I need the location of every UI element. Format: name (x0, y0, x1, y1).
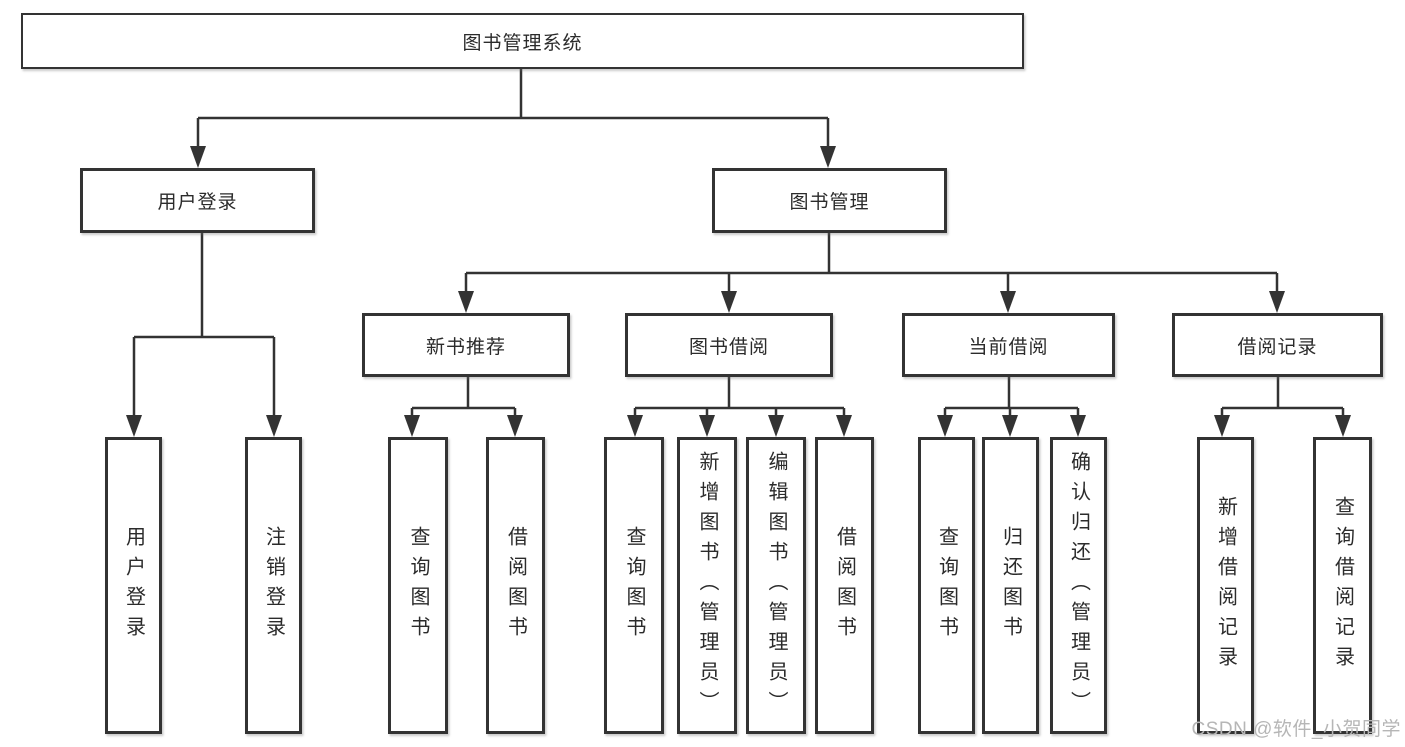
node-new-book-recommend: 新书推荐 (362, 313, 570, 377)
leaf-add-borrow-record: 新增借阅记录 (1197, 437, 1254, 734)
node-book-management: 图书管理 (712, 168, 947, 233)
node-label: 图书管理系统 (462, 32, 583, 54)
leaf-query-borrow-record: 查询借阅记录 (1313, 437, 1372, 734)
arrowheads (126, 146, 1351, 437)
node-label: 注销登录 (262, 525, 285, 646)
leaf-confirm-return-admin: 确认归还（管理员） (1050, 437, 1107, 734)
watermark: CSDN @软件_小贺同学 (1191, 719, 1401, 740)
node-label: 查询借阅记录 (1331, 495, 1354, 676)
leaf-logout: 注销登录 (245, 437, 302, 734)
node-label: 新增借阅记录 (1214, 495, 1237, 676)
leaf-user-login: 用户登录 (105, 437, 162, 734)
node-label: 借阅图书 (504, 525, 527, 646)
node-label: 编辑图书（管理员） (765, 450, 787, 721)
node-label: 用户登录 (122, 525, 145, 646)
leaf-borrow-books-borrowing: 借阅图书 (815, 437, 874, 734)
node-label: 用户登录 (157, 192, 238, 213)
leaf-borrow-books-recommend: 借阅图书 (486, 437, 545, 734)
node-label: 查询图书 (935, 525, 958, 646)
leaf-query-books-recommend: 查询图书 (388, 437, 448, 734)
node-label: 图书管理 (789, 192, 870, 213)
node-borrowing-records: 借阅记录 (1172, 313, 1383, 377)
node-label: 借阅图书 (833, 525, 856, 646)
leaf-return-books: 归还图书 (982, 437, 1039, 734)
node-label: 归还图书 (999, 525, 1022, 646)
node-label: 查询图书 (623, 525, 645, 646)
node-label: 查询图书 (407, 525, 429, 646)
node-user-login: 用户登录 (80, 168, 315, 233)
leaf-query-books-borrowing: 查询图书 (604, 437, 664, 734)
leaf-query-books-current: 查询图书 (918, 437, 975, 734)
leaf-edit-book-admin: 编辑图书（管理员） (746, 437, 806, 734)
node-label: 新书推荐 (425, 336, 506, 358)
node-label: 借阅记录 (1237, 336, 1318, 358)
node-label: 新增图书（管理员） (696, 450, 718, 721)
node-label: 确认归还（管理员） (1067, 450, 1090, 721)
node-label: 当前借阅 (968, 336, 1049, 358)
node-book-borrowing: 图书借阅 (625, 313, 833, 377)
leaf-add-book-admin: 新增图书（管理员） (677, 437, 737, 734)
node-library-system: 图书管理系统 (21, 13, 1024, 69)
node-label: 图书借阅 (688, 336, 769, 358)
node-current-borrowing: 当前借阅 (902, 313, 1115, 377)
